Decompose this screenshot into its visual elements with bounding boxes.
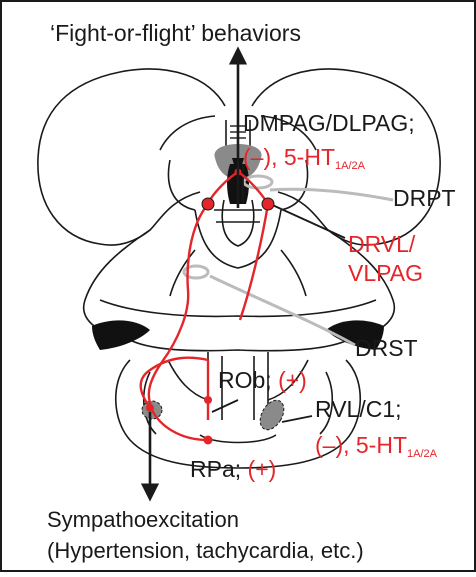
left-peduncle-shape <box>92 320 150 350</box>
dmpag-label: DMPAG/DLPAG; <box>243 112 415 135</box>
rpa-effect: (+) <box>248 456 277 482</box>
rpa-text: RPa; <box>190 456 241 482</box>
drvl-line2: VLPAG <box>348 259 423 288</box>
dmpag-effect-text: (–), 5-HT <box>243 144 335 170</box>
rpa-label: RPa; (+) <box>190 458 276 481</box>
rob-text: ROb; <box>218 367 272 393</box>
right-rvl-nucleus <box>255 396 288 434</box>
rvl-label: RVL/C1; <box>315 398 402 421</box>
drvl-label: DRVL/ VLPAG <box>348 230 423 288</box>
rob-effect: (+) <box>278 367 307 393</box>
top-title-label: ‘Fight-or-flight’ behaviors <box>50 22 301 45</box>
drst-label: DRST <box>355 337 418 360</box>
dmpag-receptor-subscript: 1A/2A <box>335 160 365 172</box>
rvl-effect-text: (–), 5-HT <box>315 432 407 458</box>
drvl-line1: DRVL/ <box>348 230 423 259</box>
dmpag-effect-label: (–), 5-HT1A/2A <box>243 146 365 172</box>
rvl-receptor-subscript: 1A/2A <box>407 448 437 460</box>
rob-label: ROb; (+) <box>218 369 307 392</box>
rvl-effect-label: (–), 5-HT1A/2A <box>315 434 437 460</box>
drpt-label: DRPT <box>393 187 456 210</box>
bottom-label-line1: Sympathoexcitation <box>47 509 239 531</box>
bottom-label-line2: (Hypertension, tachycardia, etc.) <box>47 540 364 562</box>
